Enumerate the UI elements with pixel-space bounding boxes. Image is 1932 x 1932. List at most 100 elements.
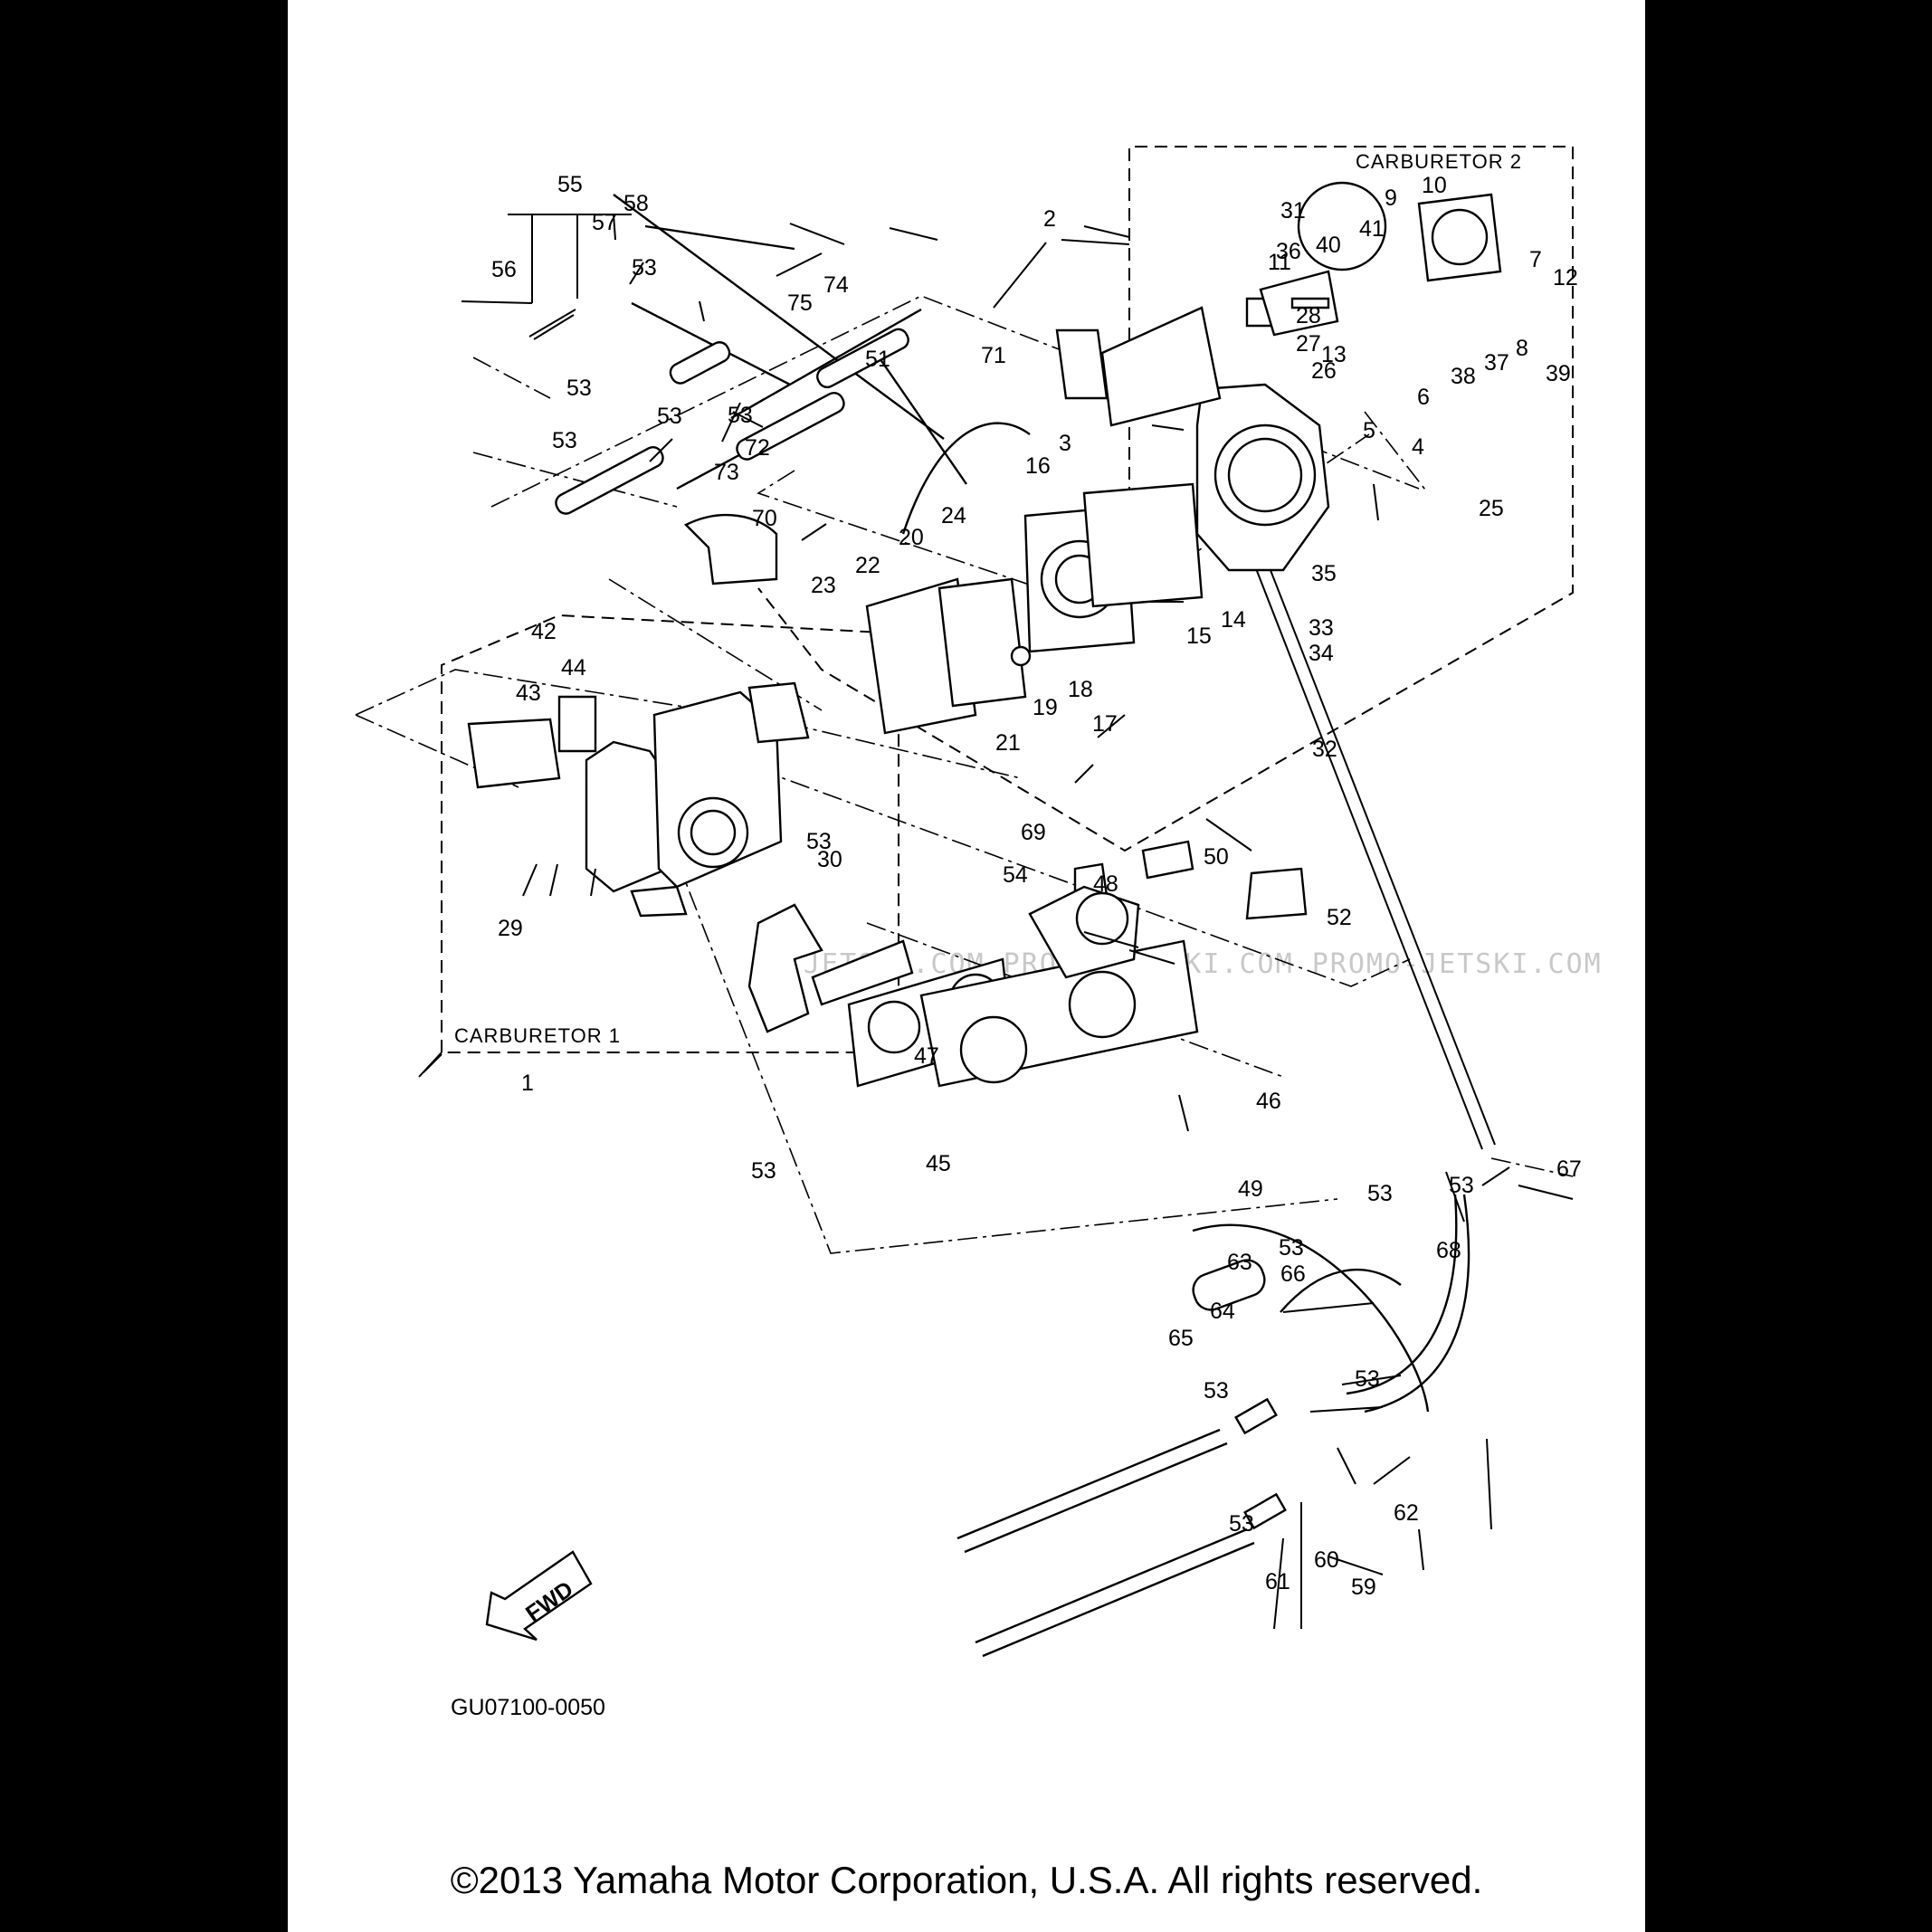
callout-34: 34 <box>1309 641 1334 666</box>
callout-74: 74 <box>823 272 849 298</box>
callout-1: 1 <box>521 1071 534 1096</box>
carburetor-1-body <box>467 681 810 918</box>
callout-26: 26 <box>1311 358 1337 384</box>
callout-23: 23 <box>811 573 836 598</box>
callout-31: 31 <box>1280 198 1306 224</box>
callout-62: 62 <box>1394 1500 1419 1526</box>
callout-53-2: 53 <box>566 376 592 401</box>
callout-60: 60 <box>1314 1547 1339 1573</box>
carburetor-1-label: CARBURETOR 1 <box>454 1024 621 1047</box>
callout-52: 52 <box>1327 905 1352 930</box>
callout-14: 14 <box>1221 607 1246 633</box>
callout-67: 67 <box>1556 1156 1582 1182</box>
callout-53-11: 53 <box>1355 1366 1380 1392</box>
callout-53-9: 53 <box>1279 1235 1304 1261</box>
callout-11: 11 <box>1268 250 1291 275</box>
callout-61: 61 <box>1265 1569 1290 1594</box>
watermark: JETSKI.COM PROMO-JETSKI.COM PROMO-JETSKI… <box>804 948 1603 980</box>
callout-39: 39 <box>1546 361 1571 386</box>
callout-53-10: 53 <box>1204 1378 1229 1404</box>
callout-46: 46 <box>1256 1089 1281 1114</box>
callout-66: 66 <box>1280 1261 1306 1287</box>
callout-41: 41 <box>1359 216 1385 242</box>
callout-56: 56 <box>491 257 517 282</box>
callout-57: 57 <box>592 210 617 235</box>
callout-16: 16 <box>1025 453 1051 479</box>
callout-32: 32 <box>1312 737 1337 762</box>
callout-64: 64 <box>1210 1299 1235 1324</box>
callout-49: 49 <box>1238 1176 1263 1202</box>
carburetor-2-box <box>757 146 1574 852</box>
callout-13: 13 <box>1321 342 1347 367</box>
callout-53: 53 <box>1449 1173 1474 1198</box>
callout-2: 2 <box>1043 206 1056 232</box>
callout-27: 27 <box>1296 331 1321 357</box>
callout-53-8: 53 <box>806 829 832 854</box>
carburetor-1-box <box>441 614 899 1053</box>
callout-51: 51 <box>865 347 890 372</box>
fwd-arrow-icon: FWD <box>485 1550 593 1642</box>
intake-manifold <box>747 840 1308 1088</box>
callout-35: 35 <box>1311 561 1337 586</box>
callout-24: 24 <box>941 503 966 528</box>
callout-43: 43 <box>516 680 541 706</box>
callout-73: 73 <box>714 460 739 485</box>
callout-71: 71 <box>981 343 1006 368</box>
callout-58: 58 <box>623 191 649 216</box>
callout-42: 42 <box>531 619 557 644</box>
callout-22: 22 <box>855 553 880 578</box>
callout-48: 48 <box>1093 871 1118 897</box>
callout-3: 3 <box>1059 431 1071 456</box>
intake-spacer <box>865 482 1204 735</box>
callout-12: 12 <box>1553 265 1578 290</box>
callout-28: 28 <box>1296 303 1321 328</box>
callout-7: 7 <box>1529 247 1542 272</box>
callout-69: 69 <box>1021 820 1046 845</box>
callout-4: 4 <box>1412 434 1424 460</box>
carburetor-2-label: CARBURETOR 2 <box>1356 150 1522 173</box>
fuel-lines <box>956 1397 1287 1658</box>
callout-20: 20 <box>899 525 924 550</box>
callout-54: 54 <box>1003 862 1028 888</box>
callout-29: 29 <box>498 916 523 941</box>
callout-47: 47 <box>914 1043 939 1069</box>
callout-63: 63 <box>1227 1250 1252 1275</box>
copyright-text: ©2013 Yamaha Motor Corporation, U.S.A. A… <box>450 1859 1483 1901</box>
callout-25: 25 <box>1479 496 1504 521</box>
callout-15: 15 <box>1186 623 1212 649</box>
callout-21: 21 <box>995 730 1021 756</box>
callout-53-3: 53 <box>632 255 657 281</box>
callout-50: 50 <box>1204 844 1229 870</box>
callout-6: 6 <box>1417 385 1430 410</box>
callout-10: 10 <box>1422 173 1447 198</box>
callout-44: 44 <box>561 655 586 680</box>
callout-53-13: 53 <box>1367 1181 1393 1206</box>
callout-36: 36 <box>1276 239 1301 264</box>
parts-diagram-sheet: JETSKI.COM PROMO-JETSKI.COM PROMO-JETSKI… <box>288 0 1645 1932</box>
callout-45: 45 <box>926 1151 951 1176</box>
carburetor-2-body <box>1055 181 1502 572</box>
callout-70: 70 <box>752 506 777 531</box>
callout-72: 72 <box>745 435 770 461</box>
callout-19: 19 <box>1033 695 1058 720</box>
callout-65: 65 <box>1168 1326 1194 1351</box>
callout-30: 30 <box>817 847 842 872</box>
callout-55: 55 <box>557 172 583 197</box>
callout-18: 18 <box>1068 677 1093 702</box>
leader-lines <box>418 214 1574 1630</box>
callout-40: 40 <box>1316 233 1341 258</box>
callout-38: 38 <box>1451 364 1476 389</box>
hoses <box>555 194 1470 1413</box>
part-code: GU07100-0050 <box>451 1695 605 1720</box>
callout-8: 8 <box>1516 336 1528 361</box>
callout-33: 33 <box>1309 615 1334 641</box>
callout-53-4: 53 <box>552 428 577 453</box>
exploded-view-drawing: JETSKI.COM PROMO-JETSKI.COM PROMO-JETSKI… <box>355 146 1603 1720</box>
callout-59: 59 <box>1351 1575 1376 1600</box>
callout-68: 68 <box>1436 1238 1461 1263</box>
callout-37: 37 <box>1484 350 1509 376</box>
callout-75: 75 <box>787 290 813 316</box>
callout-53-7: 53 <box>751 1158 776 1184</box>
callout-53-12: 53 <box>1229 1511 1254 1537</box>
callout-17: 17 <box>1092 711 1118 737</box>
